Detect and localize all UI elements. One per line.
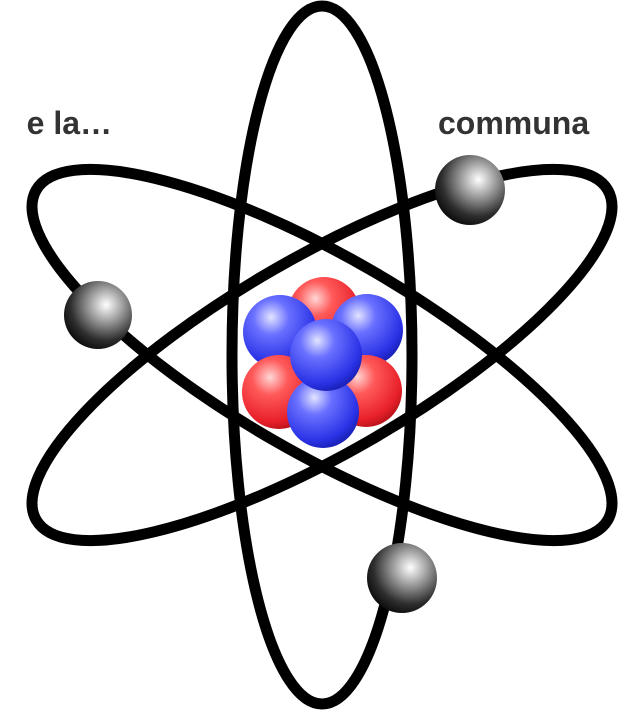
nucleus bbox=[242, 277, 403, 448]
caption-right: communa bbox=[438, 103, 625, 143]
electron-left bbox=[64, 281, 132, 349]
caption-left-text: e la… bbox=[27, 103, 112, 143]
neutron bbox=[290, 319, 362, 391]
electron-bottom-right bbox=[367, 543, 437, 613]
caption-left: e la… bbox=[0, 103, 112, 143]
electron-top-right bbox=[435, 155, 505, 225]
